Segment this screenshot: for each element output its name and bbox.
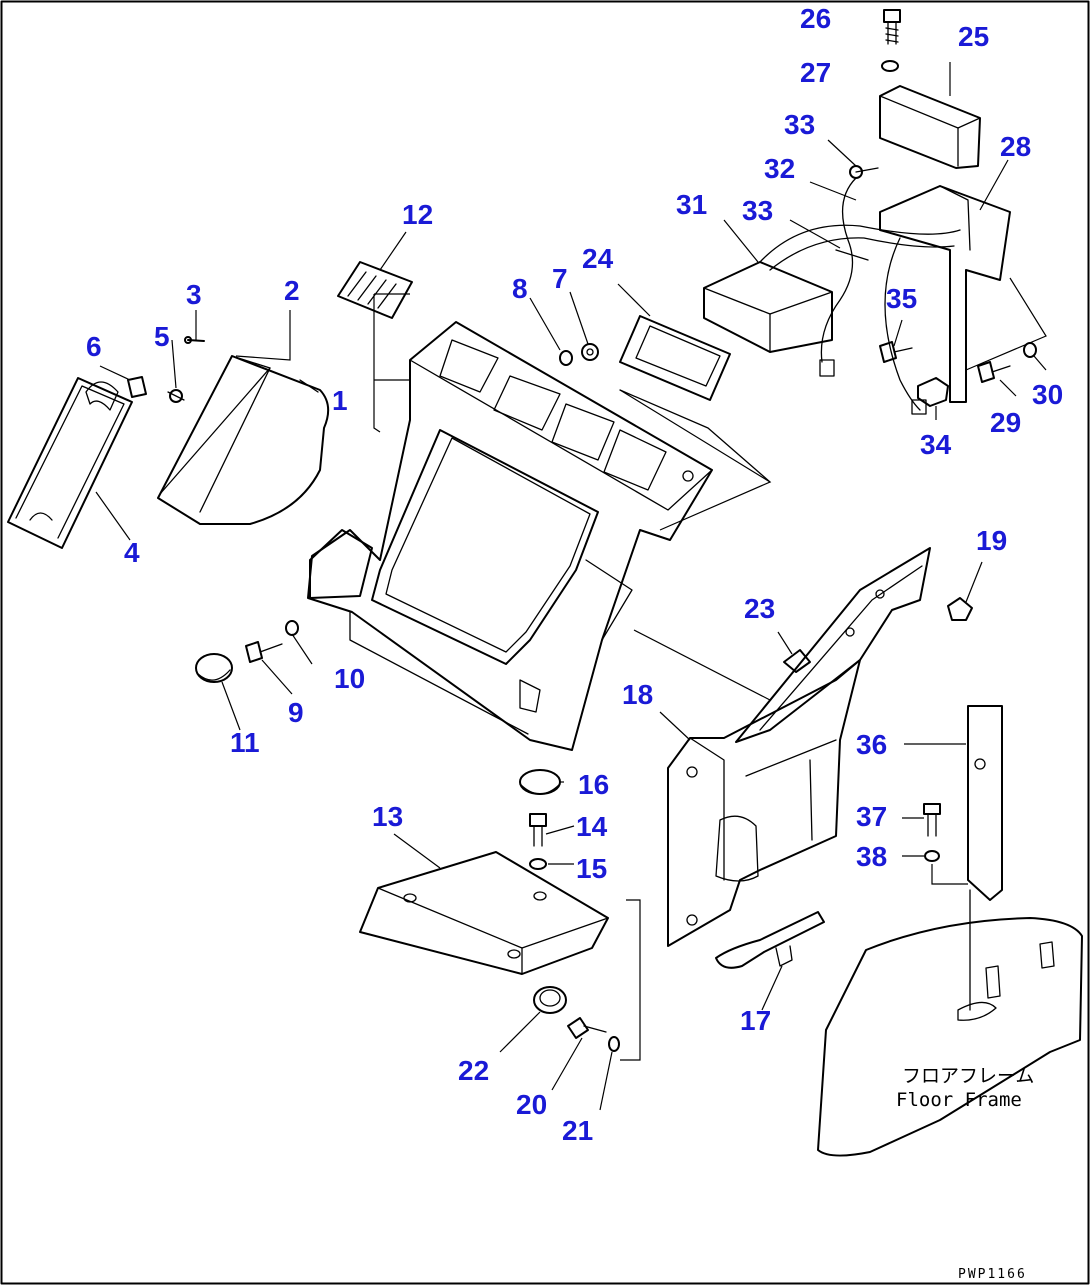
part-35-bolt	[879, 341, 913, 363]
part-1-console	[307, 321, 713, 751]
part-24-duct	[619, 315, 771, 483]
part-37-bolt	[923, 803, 941, 837]
part-11-cap	[195, 653, 233, 683]
label-part-5: 5	[154, 321, 170, 352]
label-part-20: 20	[516, 1089, 547, 1120]
part-29-bolt	[977, 361, 1011, 383]
wiring-harness	[759, 177, 961, 415]
label-part-11: 11	[230, 727, 260, 758]
label-part-26: 26	[800, 3, 831, 34]
label-part-18: 18	[622, 679, 653, 710]
part-8-washer	[559, 350, 573, 366]
part-34-relay	[917, 377, 949, 407]
label-part-29: 29	[990, 407, 1021, 438]
label-part-8: 8	[512, 273, 528, 304]
part-31-module	[703, 261, 833, 353]
label-part-10: 10	[334, 663, 365, 694]
label-part-37: 37	[856, 801, 887, 832]
part-36-plate	[967, 705, 1003, 901]
part-10-washer	[285, 620, 299, 636]
part-25-box	[879, 85, 981, 169]
part-2-cover	[157, 355, 330, 525]
part-38-washer	[924, 850, 940, 862]
part-23-plug	[783, 649, 811, 673]
label-part-27: 27	[800, 57, 831, 88]
part-20-bolt	[567, 1017, 607, 1039]
part-15-washer	[529, 858, 547, 870]
label-part-14: 14	[576, 811, 608, 842]
label-part-7: 7	[552, 263, 568, 294]
label-part-38: 38	[856, 841, 887, 872]
part-17-bracket	[715, 911, 825, 969]
part-26-bolt	[883, 9, 901, 45]
label-part-2: 2	[284, 275, 300, 306]
assembly-lines	[619, 277, 1047, 1061]
part-6-clip	[127, 376, 147, 398]
label-part-32: 32	[764, 153, 795, 184]
label-part-13: 13	[372, 801, 403, 832]
label-part-28: 28	[1000, 131, 1031, 162]
part-7-nut	[581, 343, 599, 361]
label-part-4: 4	[124, 537, 140, 568]
floor-frame-outline	[817, 889, 1083, 1157]
label-part-21: 21	[562, 1115, 593, 1146]
label-part-1: 1	[332, 385, 348, 416]
label-part-34: 34	[920, 429, 952, 460]
part-12-grille	[337, 261, 413, 319]
label-part-22: 22	[458, 1055, 489, 1086]
part-21-washer	[608, 1036, 620, 1052]
label-part-25: 25	[958, 21, 989, 52]
label-part-24: 24	[582, 243, 614, 274]
floor-frame-label-en: Floor Frame	[896, 1089, 1022, 1111]
part-18-side-panel	[667, 659, 861, 947]
part-labels: 1 2 3 4 5 6 7 8 9 10 11 12 13 14 15 16 1…	[86, 3, 1063, 1146]
label-part-31: 31	[676, 189, 707, 220]
part-27-washer	[881, 60, 899, 72]
part-4-panel	[7, 377, 133, 549]
part-19-clip	[947, 597, 973, 621]
label-part-9: 9	[288, 697, 304, 728]
label-part-15: 15	[576, 853, 607, 884]
label-part-33-lower: 33	[742, 195, 773, 226]
part-9-bolt	[245, 641, 283, 663]
label-part-19: 19	[976, 525, 1007, 556]
label-part-36: 36	[856, 729, 887, 760]
leader-lines	[95, 62, 1047, 1111]
label-part-3: 3	[186, 279, 202, 310]
label-part-12: 12	[402, 199, 433, 230]
label-part-17: 17	[740, 1005, 771, 1036]
drawing-code: PWP1166	[958, 1267, 1027, 1282]
label-part-30: 30	[1032, 379, 1063, 410]
part-19-rail	[735, 547, 931, 743]
part-5-screw	[167, 389, 185, 403]
part-3-screw	[184, 336, 205, 344]
part-16-plug	[519, 769, 561, 795]
part-14-bolt	[529, 813, 547, 847]
floor-frame-label-jp: フロアフレーム	[902, 1065, 1034, 1087]
label-part-33-upper: 33	[784, 109, 815, 140]
part-28-bracket	[879, 185, 1011, 403]
label-part-23: 23	[744, 593, 775, 624]
label-part-16: 16	[578, 769, 609, 800]
label-part-6: 6	[86, 331, 102, 362]
part-22-plug	[533, 986, 567, 1014]
part-33-connector-upper	[849, 165, 879, 179]
label-part-35: 35	[886, 283, 917, 314]
part-13-tray	[359, 851, 609, 975]
